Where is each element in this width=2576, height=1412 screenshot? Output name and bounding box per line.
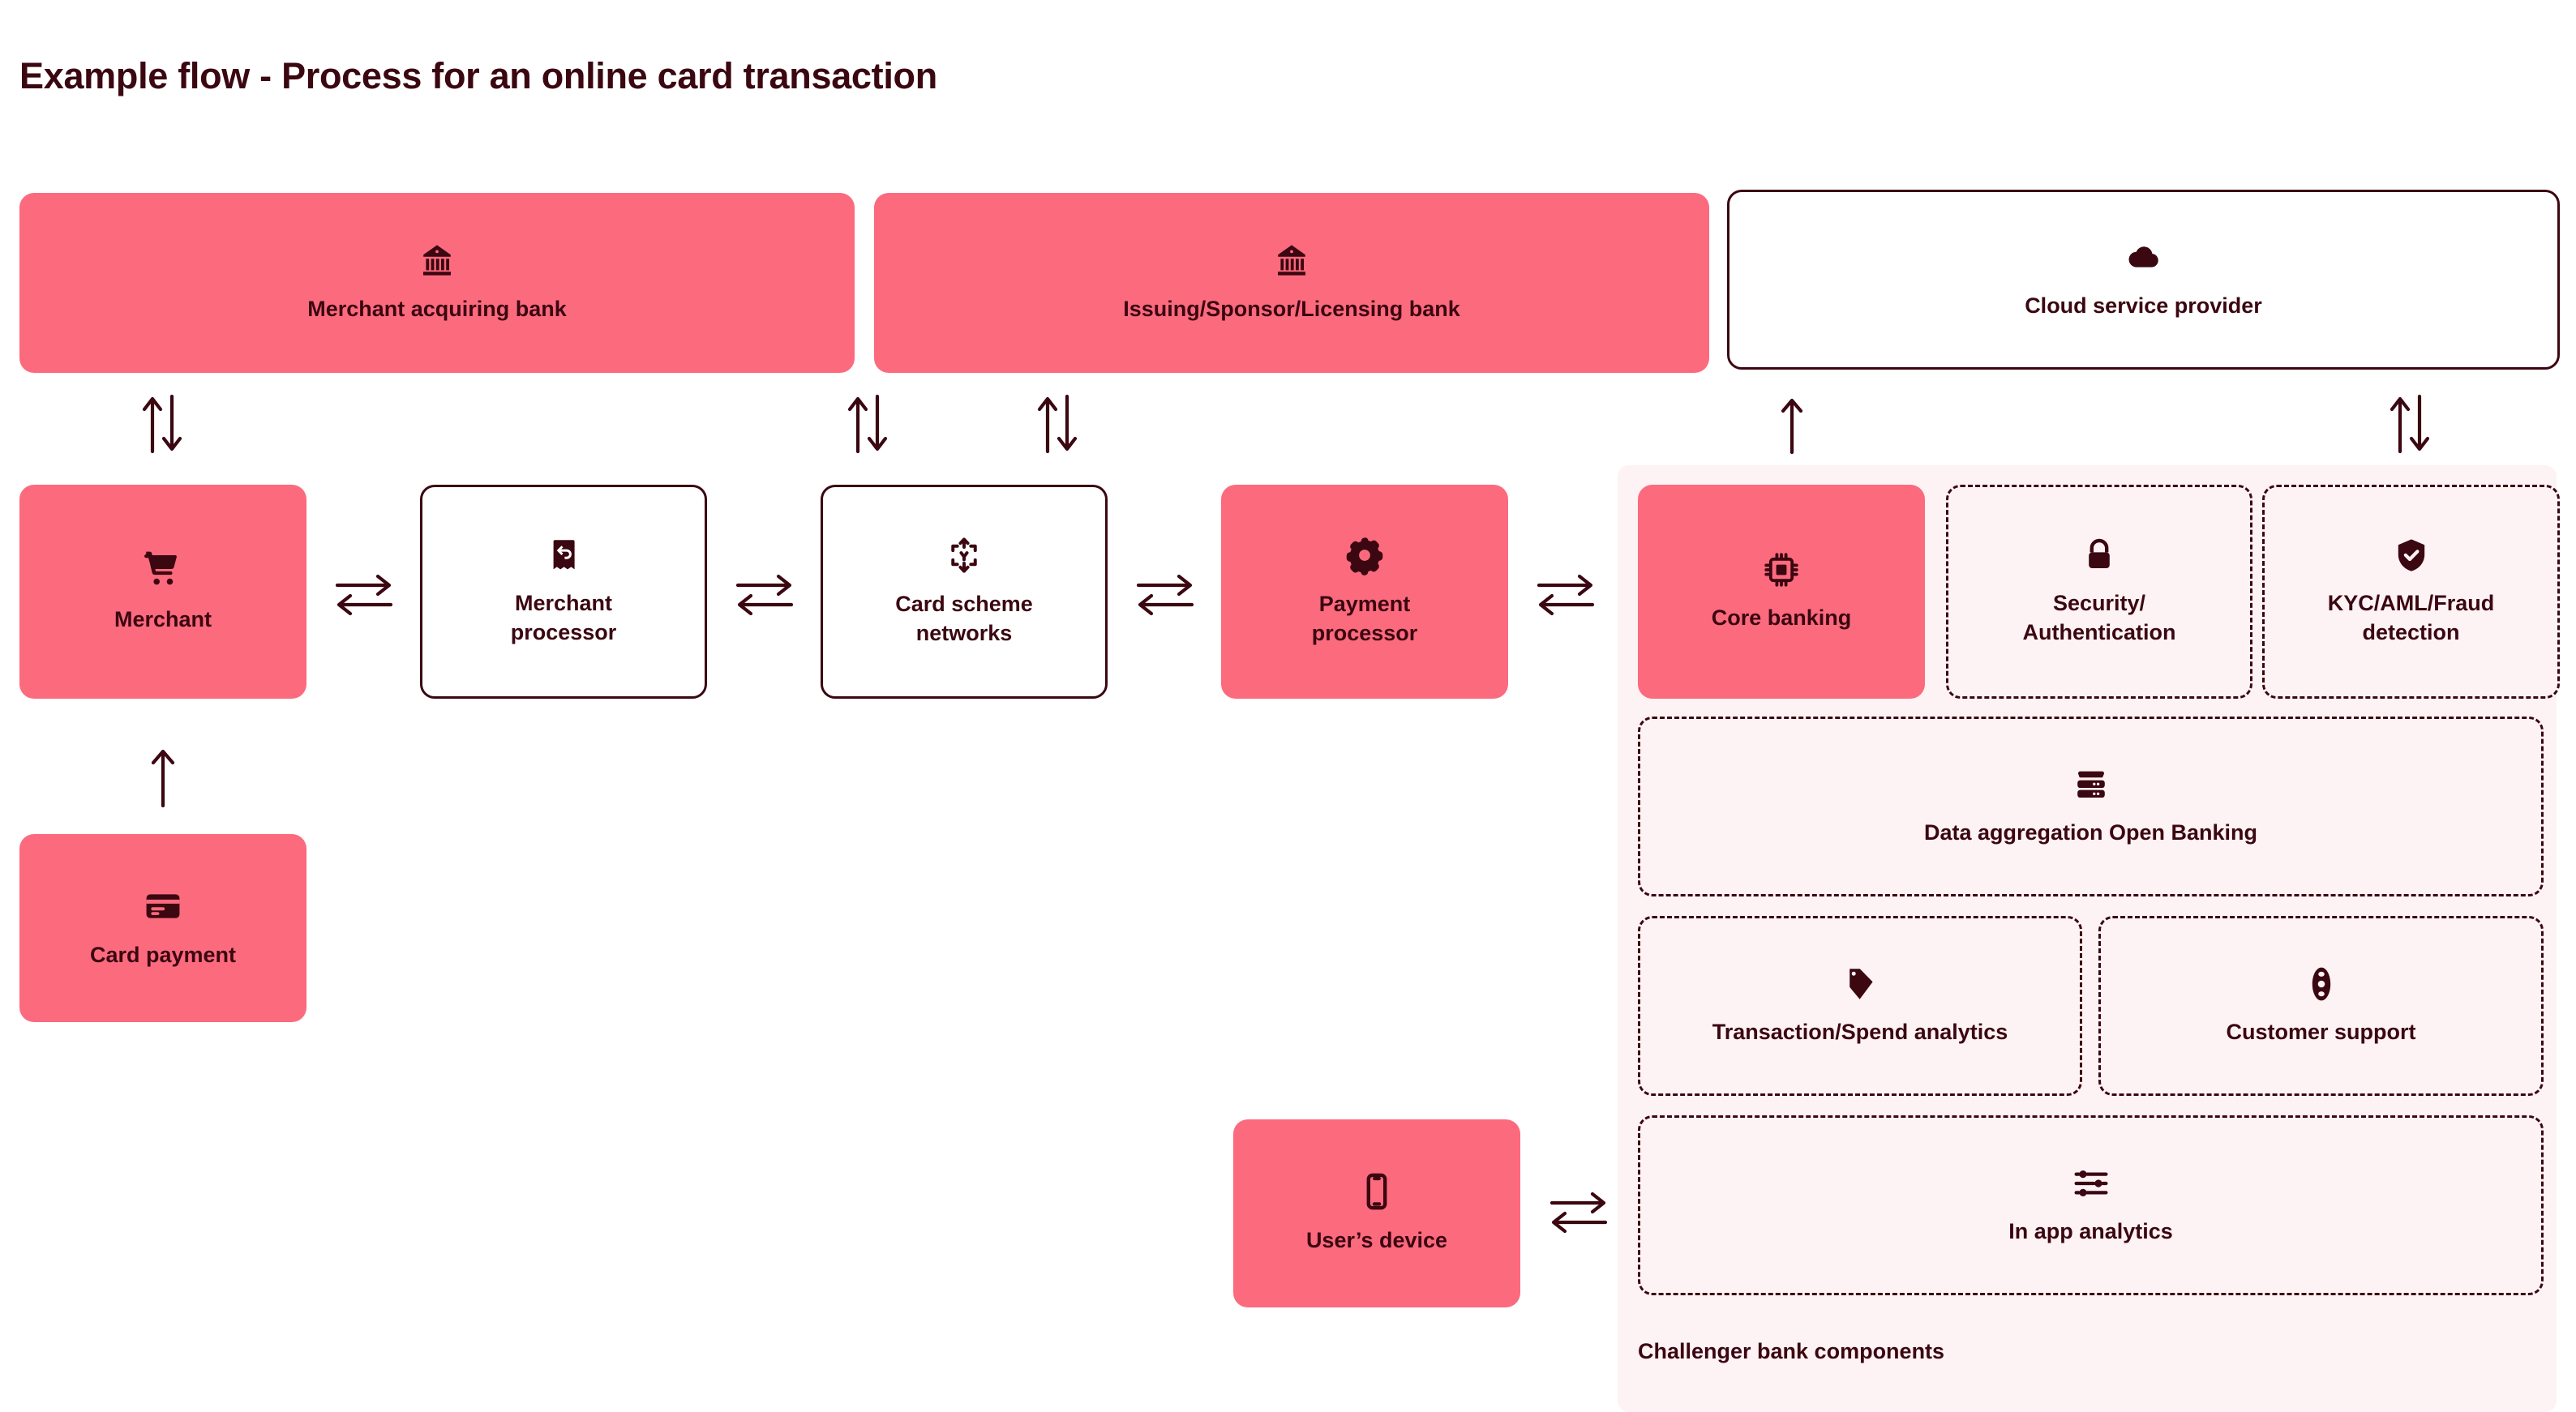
page-title: Example flow - Process for an online car…: [19, 55, 937, 96]
node-merchant[interactable]: Merchant: [19, 485, 306, 699]
node-label: In app analytics: [2008, 1219, 2173, 1244]
bank-icon: [418, 242, 456, 280]
shopping-cart-icon: [142, 549, 184, 591]
node-label: Security/ Authentication: [2022, 591, 2176, 644]
node-card-payment[interactable]: Card payment: [19, 834, 306, 1022]
node-label: Transaction/Spend analytics: [1712, 1020, 2008, 1045]
node-label: Cloud service provider: [2025, 293, 2262, 319]
cloud-icon: [2126, 238, 2162, 274]
sliders-icon: [2072, 1164, 2111, 1203]
node-label: Data aggregation Open Banking: [1923, 820, 2258, 845]
lock-icon: [2080, 536, 2119, 575]
connector-payment-processor-to-core-banking: [1534, 567, 1597, 619]
node-security-authentication[interactable]: Security/ Authentication: [1946, 485, 2252, 699]
node-label: Payment processor: [1311, 592, 1418, 645]
node-core-banking[interactable]: Core banking: [1638, 485, 1925, 699]
connector-card-scheme-to-issuing-bank: [1031, 393, 1083, 455]
connector-merchant-processor-to-issuing-bank: [842, 393, 894, 455]
credit-card-icon: [143, 886, 183, 926]
chip-icon: [1762, 550, 1801, 589]
node-kyc-aml-fraud-detection[interactable]: KYC/AML/Fraud detection: [2262, 485, 2560, 699]
connector-users-device-to-in-app-analytics: [1547, 1185, 1610, 1237]
bank-icon: [1272, 242, 1311, 280]
node-label: Merchant: [114, 607, 212, 632]
node-cloud-service-provider[interactable]: Cloud service provider: [1727, 190, 2560, 370]
connector-merchant-processor-to-card-scheme: [733, 567, 796, 619]
connector-merchant-to-acquiring-bank: [136, 393, 188, 455]
mobile-phone-icon: [1357, 1171, 1397, 1212]
lifebuoy-icon: [2302, 965, 2341, 1003]
node-label: Customer support: [2226, 1020, 2416, 1045]
node-payment-processor[interactable]: Payment processor: [1221, 485, 1508, 699]
network-nodes-icon: [944, 535, 984, 575]
challenger-bank-components-caption: Challenger bank components: [1638, 1339, 1945, 1363]
connector-card-scheme-to-payment-processor: [1134, 567, 1197, 619]
connector-card-payment-to-merchant: [144, 746, 182, 807]
receipt-return-icon: [544, 536, 583, 575]
node-in-app-analytics[interactable]: In app analytics: [1638, 1115, 2544, 1295]
connector-core-banking-to-cloud: [1774, 396, 1810, 454]
node-transaction-spend-analytics[interactable]: Transaction/Spend analytics: [1638, 916, 2082, 1096]
node-label: Card payment: [89, 943, 237, 968]
node-label: Card scheme networks: [895, 592, 1033, 645]
node-merchant-processor[interactable]: Merchant processor: [420, 485, 707, 699]
node-issuing-sponsor-licensing-bank[interactable]: Issuing/Sponsor/Licensing bank: [874, 193, 1709, 373]
connector-merchant-to-merchant-processor: [332, 567, 396, 619]
node-label: Merchant acquiring bank: [307, 297, 567, 322]
node-label: Issuing/Sponsor/Licensing bank: [1123, 297, 1460, 322]
node-data-aggregation-open-banking[interactable]: Data aggregation Open Banking: [1638, 717, 2544, 896]
shield-check-icon: [2392, 536, 2431, 575]
node-label: KYC/AML/Fraud detection: [2327, 591, 2495, 644]
gear-icon: [1344, 535, 1385, 576]
price-tag-icon: [1841, 965, 1879, 1003]
database-icon: [2072, 765, 2111, 804]
node-customer-support[interactable]: Customer support: [2098, 916, 2544, 1096]
node-card-scheme-networks[interactable]: Card scheme networks: [821, 485, 1108, 699]
node-label: Merchant processor: [510, 591, 617, 644]
connector-kyc-to-cloud: [2384, 393, 2436, 455]
node-users-device[interactable]: User’s device: [1233, 1119, 1520, 1307]
node-label: Core banking: [1711, 605, 1852, 631]
node-merchant-acquiring-bank[interactable]: Merchant acquiring bank: [19, 193, 855, 373]
node-label: User’s device: [1305, 1228, 1448, 1253]
